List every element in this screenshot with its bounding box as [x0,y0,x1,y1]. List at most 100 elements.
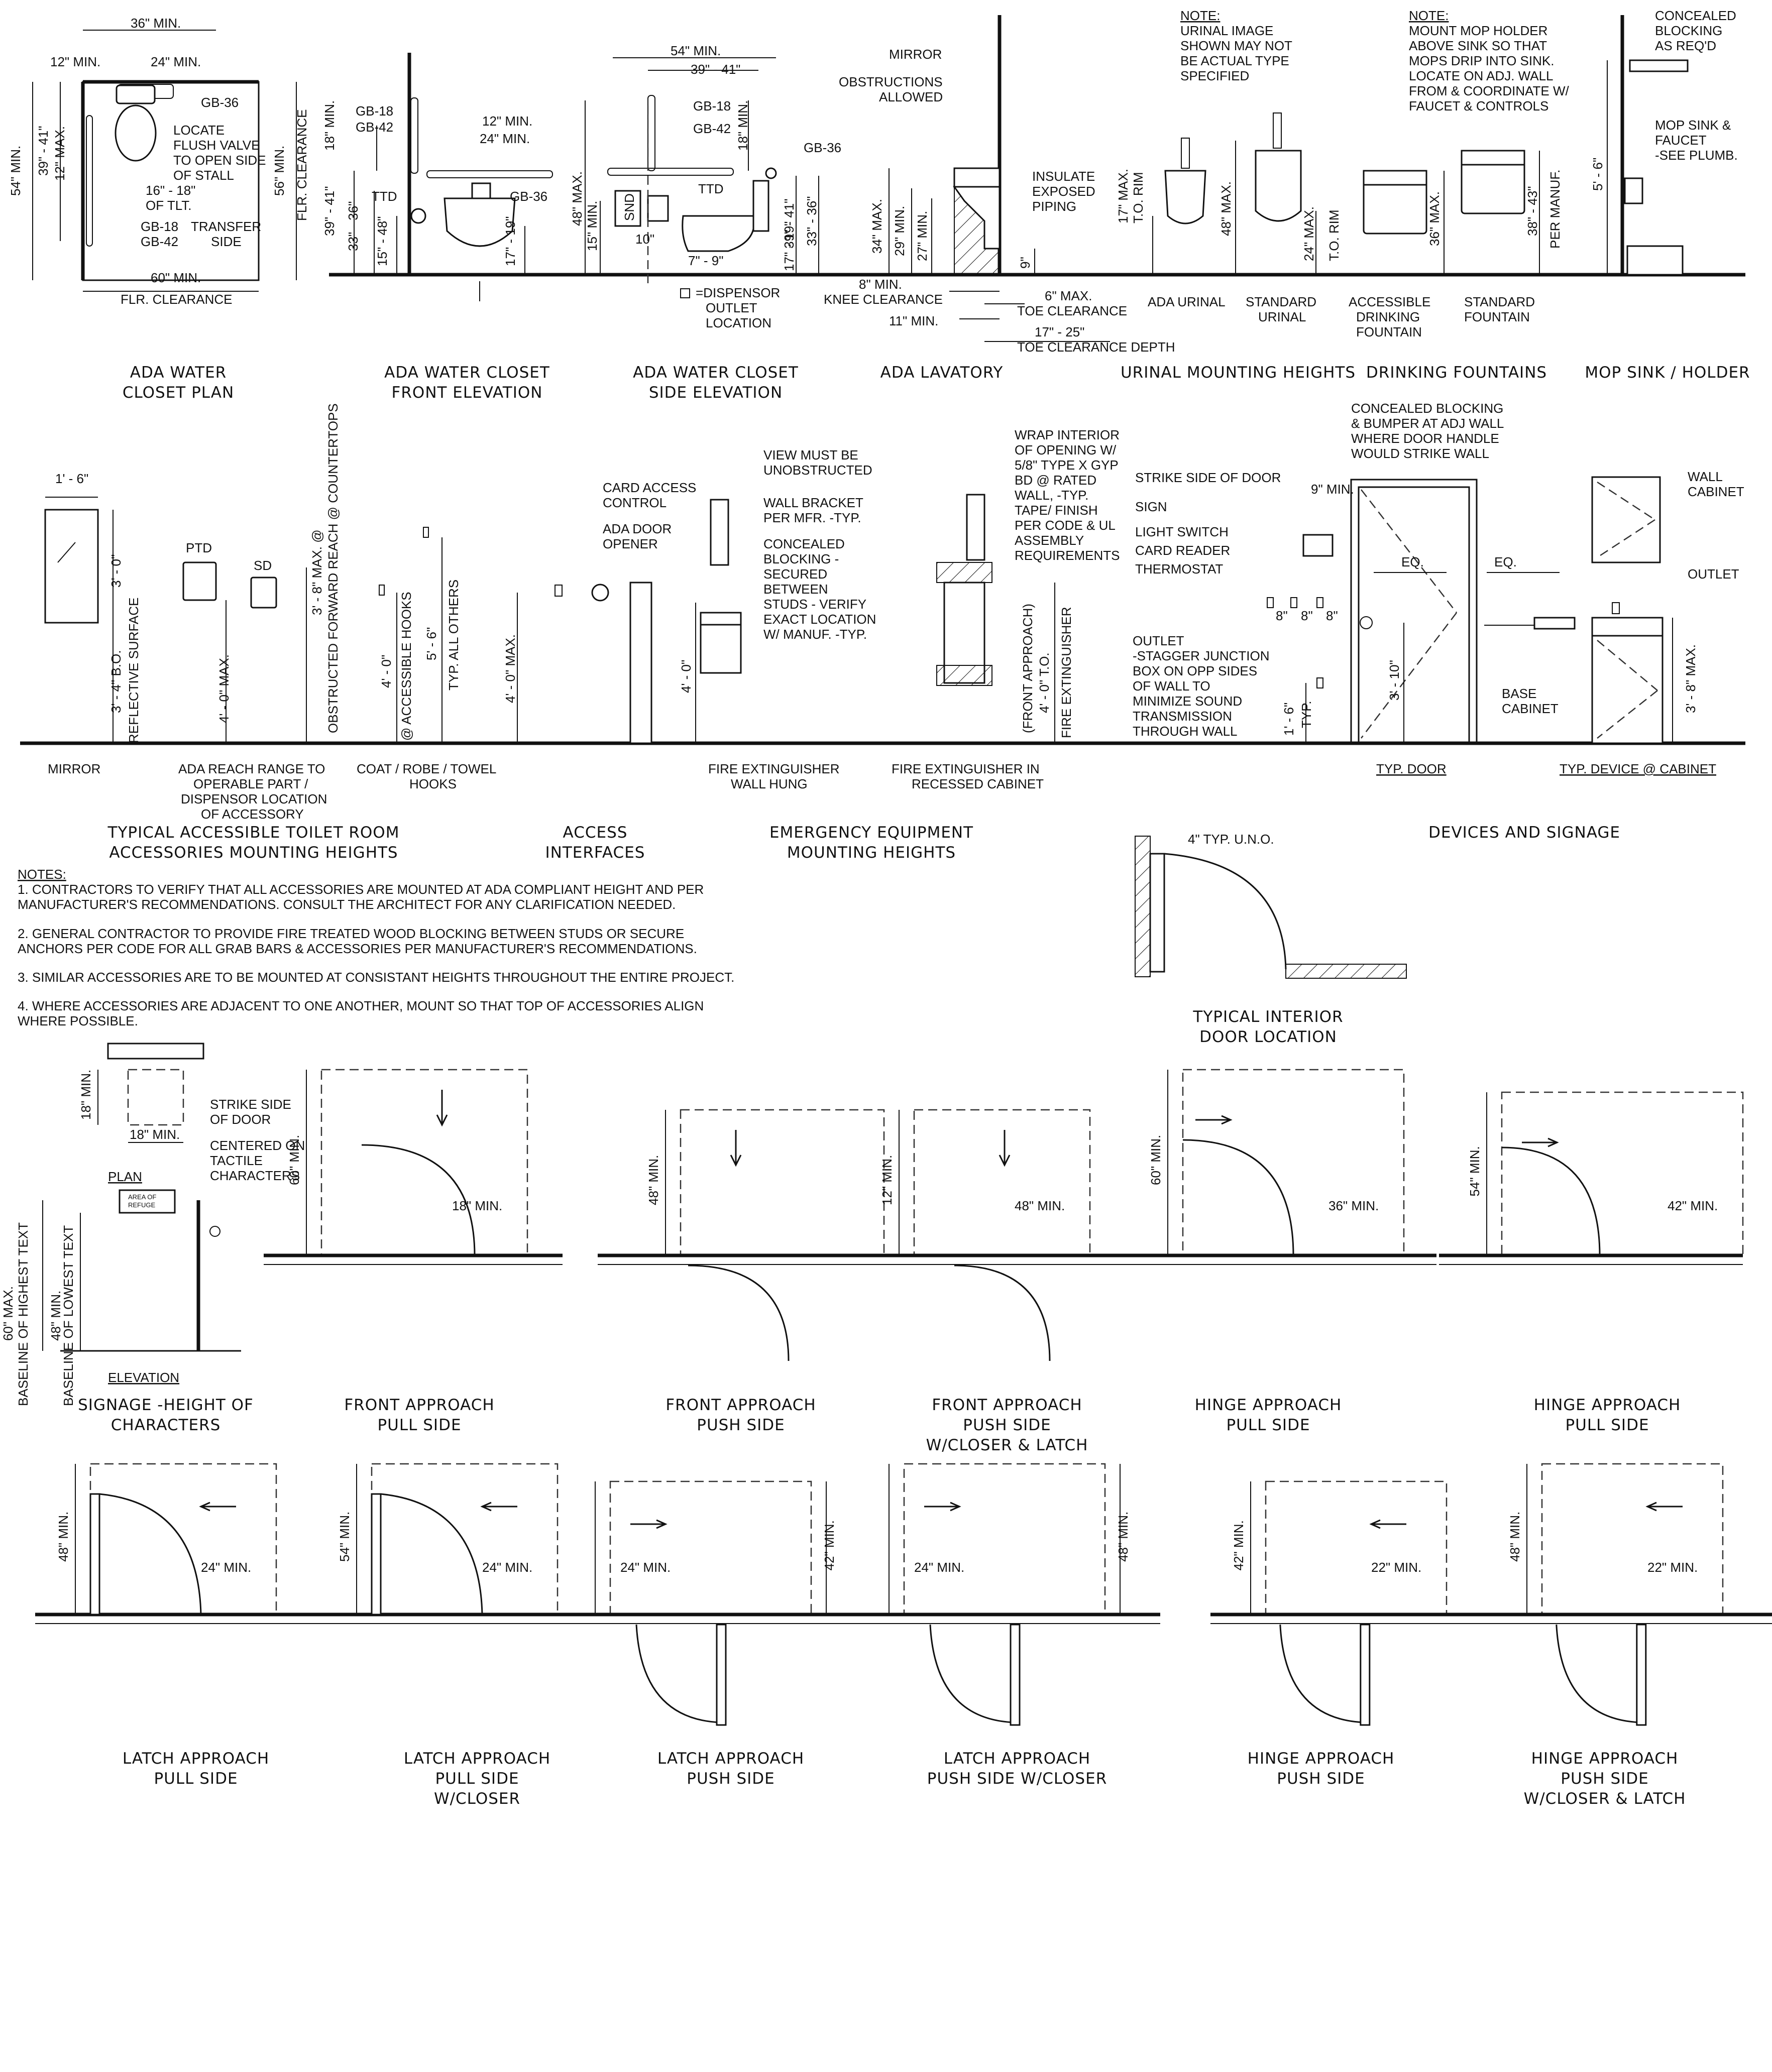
approach-title: PUSH SIDE [963,1416,1051,1434]
clear-space [371,1463,559,1616]
approach-title: HINGE APPROACH [1248,1750,1395,1768]
closet-front-label: 18" MIN. [322,100,337,151]
closet-front-label: 24" MIN. [480,131,530,146]
fountain-label: DRINKING [1356,309,1420,324]
devices-label: 8" [1301,608,1313,623]
fountain-title: DRINKING FOUNTAINS [1366,364,1547,382]
emergency-label: WALL BRACKET [763,495,863,510]
approach-title: PULL SIDE [435,1770,519,1788]
urinal-label: T.O. RIM [1131,172,1146,223]
fountain-label: STANDARD [1464,294,1535,309]
toilet-room-label: 4' - 0" MAX. [216,654,232,723]
closet-side-label: 10" [635,232,654,247]
approach-arrow [1645,1502,1683,1512]
approach-arrow [630,1519,668,1529]
door-swing [380,1493,483,1615]
closet-plan-title: ADA WATER [130,364,227,382]
closet-plan-label: 39" - 41" [36,126,51,176]
closet-front-label: 39" - 41" [322,186,337,236]
emergency-label: VIEW MUST BE [763,447,858,463]
approach-arrow [199,1502,236,1512]
closet-plan-label: 12" MIN. [50,54,100,69]
lavatory-label: 29" MIN. [892,206,907,256]
closet-front-label: GB-42 [356,120,393,135]
approach-title: LATCH APPROACH [944,1750,1090,1768]
closet-front-label: 17" - 19" [503,216,518,266]
signage-title: SIGNAGE -HEIGHT OF [78,1396,254,1414]
devices-label: MINIMIZE SOUND [1133,694,1242,709]
emergency-label: W/ MANUF. -TYP. [763,627,867,642]
signage-detail: 18" MIN. STRIKE SIDE OF DOOR 18" MIN. CE… [1,1043,305,1434]
interior-door-title: DOOR LOCATION [1199,1028,1337,1046]
closet-side-detail: 54" MIN. 39" - 41" GB-18 GB-42 GB-36 TTD… [570,43,841,402]
door-swing [929,1624,1016,1723]
approach-dimension: 42" MIN. [1668,1198,1718,1213]
closet-side-label: 18" MIN. [735,100,750,151]
mop-title: MOP SINK / HOLDER [1585,364,1750,382]
devices-label: WHERE DOOR HANDLE [1351,431,1499,446]
mop-label: -SEE PLUMB. [1655,148,1738,163]
approach-dimension: 24" MIN. [620,1560,671,1575]
approach-title: PULL SIDE [154,1770,238,1788]
toilet-room-label: @ ACCESSIBLE HOOKS [399,592,414,741]
interior-door-label: 4" TYP. U.N.O. [1188,832,1274,847]
access-label: OPENER [603,536,658,551]
devices-label: TYP. DEVICE @ CABINET [1560,761,1716,776]
fountain-note-line: FAUCET & CONTROLS [1409,98,1548,113]
door-swing [635,1624,722,1723]
devices-label: TYP. [1299,701,1314,728]
toilet-room-label: 4' - 0" [379,655,394,688]
urinal-title: URINAL MOUNTING HEIGHTS [1121,364,1356,382]
closet-front-label: 33" - 36" [346,201,361,251]
closet-plan-label: 36" MIN. [131,16,181,31]
closet-side-label: TTD [698,181,724,196]
devices-label: 3' - 10" [1387,660,1402,701]
approach-title: FRONT APPROACH [932,1396,1082,1414]
toilet-room-label: COAT / ROBE / TOWEL [357,761,496,776]
door-swing [1501,1146,1601,1256]
closet-side-label: GB-36 [804,140,841,155]
mop-detail: CONCEALED BLOCKING AS REQ'D MOP SINK & F… [1585,8,1750,382]
toilet-room-label: TYP. ALL OTHERS [446,580,461,690]
approach-title: PULL SIDE [1226,1416,1310,1434]
closet-plan-label: LOCATE [173,123,225,138]
closet-front-detail: GB-18 GB-42 12" MIN. 24" MIN. GB-36 TTD … [322,53,553,402]
lavatory-label: MIRROR [889,47,942,62]
emergency-label: BD @ RATED [1015,473,1096,488]
closet-front-label: GB-36 [510,189,547,204]
toilet-room-label: SD [254,558,272,573]
emergency-label: REQUIREMENTS [1015,548,1120,563]
closet-side-title: ADA WATER CLOSET [633,364,799,382]
clear-space [1182,1069,1405,1256]
approach-dimension: 48" MIN. [56,1512,71,1562]
lavatory-label: 27" MIN. [915,211,930,261]
devices-label: SIGN [1135,499,1167,514]
approach-title: PUSH SIDE [687,1770,775,1788]
approach-title: W/CLOSER & LATCH [926,1436,1088,1454]
toilet-room-label: DISPENSOR LOCATION [181,791,327,807]
fountain-note-line: ABOVE SINK SO THAT [1409,38,1547,53]
signage-label: PLAN [108,1169,142,1184]
toilet-room-label: 3' - 4" B.O. [108,650,124,713]
toilet-room-label: ADA REACH RANGE TO [178,761,325,776]
notes-line: ANCHORS PER CODE FOR ALL GRAB BARS & ACC… [18,941,697,956]
closet-side-label: 39" - 41" [782,199,797,249]
approach-title: PUSH SIDE [697,1416,785,1434]
notes-line: 2. GENERAL CONTRACTOR TO PROVIDE FIRE TR… [18,926,684,941]
devices-label: OF WALL TO [1133,678,1210,694]
toilet-room-label: OBSTRUCTED FORWARD REACH @ COUNTERTOPS [325,403,341,733]
fountain-detail: NOTE: MOUNT MOP HOLDER ABOVE SINK SO THA… [1349,8,1570,382]
signage-label: AREA OF [128,1193,156,1201]
approach-dimension: 18" MIN. [452,1198,502,1213]
toilet-room-label: OF ACCESSORY [201,807,304,822]
access-detail: CARD ACCESS CONTROL ADA DOOR OPENER 4' -… [503,480,696,862]
emergency-label: ASSEMBLY [1015,533,1084,548]
approach-title: W/CLOSER & LATCH [1524,1790,1686,1808]
door-swing [1279,1624,1366,1723]
closet-side-label: 7" - 9" [688,253,723,268]
urinal-label: URINAL [1258,309,1306,324]
devices-label: TYP. DOOR [1376,761,1447,776]
fountain-note-line: FROM & COORDINATE W/ [1409,83,1570,98]
closet-front-label: GB-18 [356,103,393,119]
toilet-room-label: REFLECTIVE SURFACE [126,598,141,743]
